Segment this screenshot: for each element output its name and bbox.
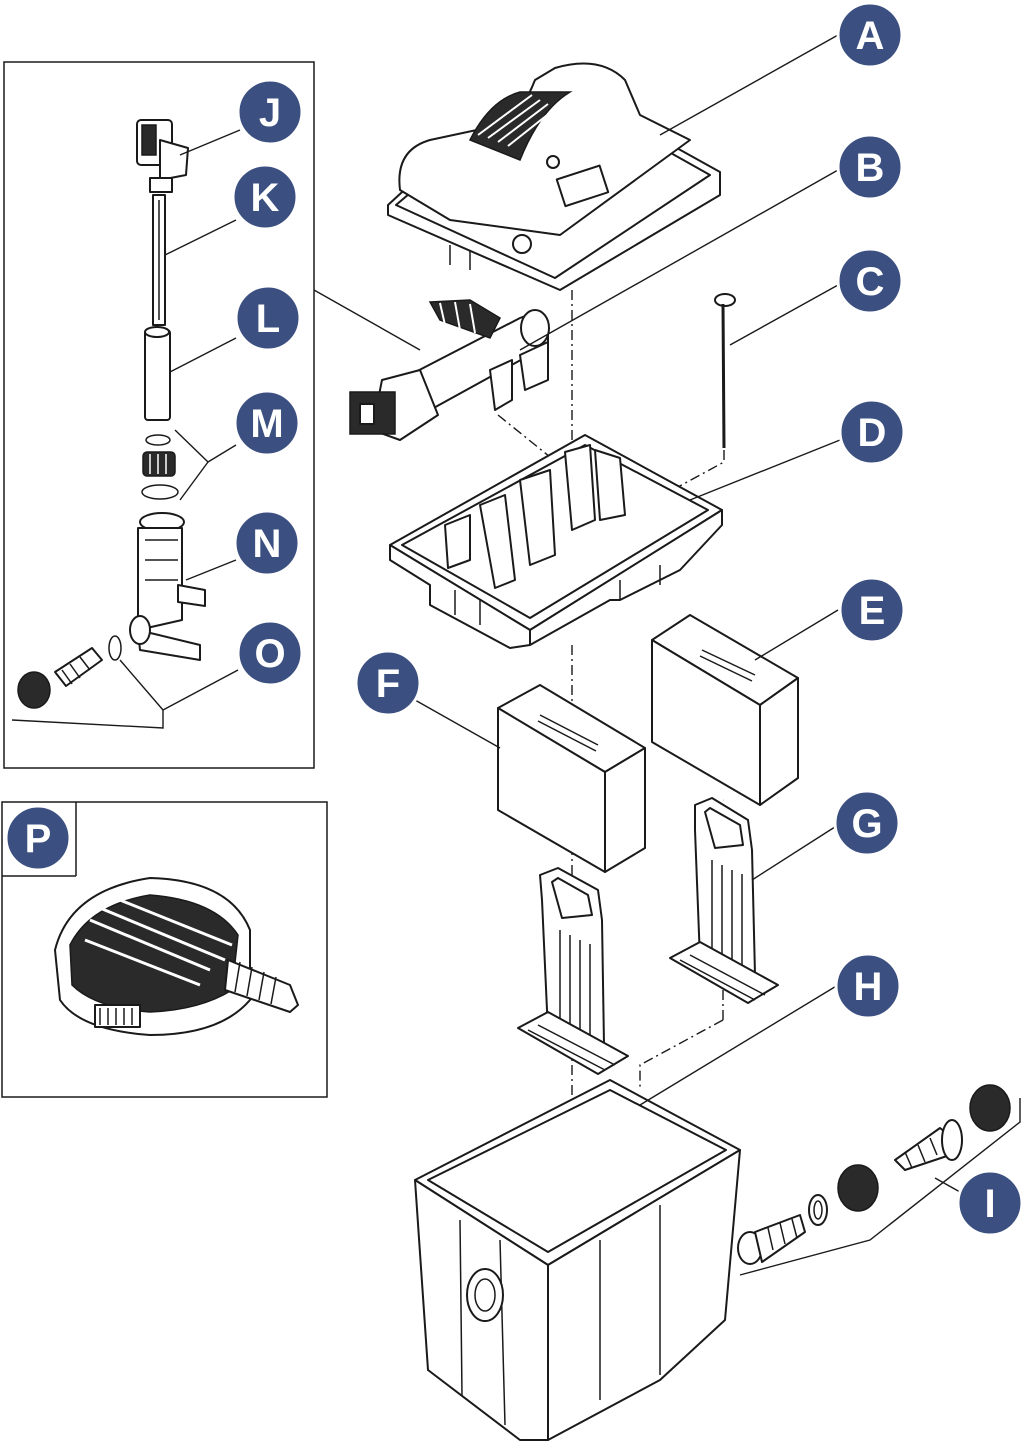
- part-n-housing: [137, 527, 206, 661]
- leader-o-branch: [119, 659, 164, 711]
- detail-frame-pump: [1, 801, 328, 1098]
- part-i-fittings: [737, 1084, 1011, 1265]
- svg-text:I: I: [984, 1182, 995, 1226]
- leader-k: [164, 219, 237, 256]
- label-g: G: [833, 789, 901, 857]
- part-d-tray: [389, 434, 723, 649]
- leader-c: [729, 284, 839, 346]
- part-l-tube: [144, 326, 171, 421]
- leader-i-bracket: [739, 1098, 1021, 1276]
- part-m-nut-orings: [139, 434, 185, 532]
- svg-text:B: B: [856, 146, 885, 190]
- leader-o-bracket: [11, 710, 164, 729]
- part-o-fittings: [17, 615, 151, 709]
- svg-text:F: F: [376, 662, 400, 706]
- part-a-lid: [387, 62, 721, 291]
- leader-g: [751, 824, 839, 881]
- leader-a: [659, 34, 839, 136]
- svg-text:N: N: [253, 522, 282, 566]
- part-k-rod: [152, 194, 166, 326]
- label-k: K: [231, 163, 299, 231]
- svg-text:A: A: [856, 14, 885, 58]
- leader-d: [689, 439, 841, 501]
- label-b: B: [836, 133, 904, 201]
- label-m: M: [233, 389, 301, 457]
- svg-text:E: E: [859, 589, 886, 633]
- part-j-connector: [136, 119, 189, 193]
- label-n: N: [233, 509, 301, 577]
- svg-text:L: L: [256, 297, 280, 341]
- part-p-pump: [54, 877, 299, 1036]
- leader-n: [185, 559, 237, 581]
- label-d: D: [838, 398, 906, 466]
- label-j: J: [236, 78, 304, 146]
- svg-text:G: G: [851, 802, 882, 846]
- label-a: A: [836, 1, 904, 69]
- leader-m-bracket: [174, 429, 209, 501]
- leader-b: [519, 169, 839, 351]
- label-i: I: [956, 1169, 1024, 1237]
- leader-m: [207, 444, 237, 463]
- part-h-filter-box: [414, 1079, 741, 1441]
- leader-e: [754, 609, 839, 661]
- svg-text:K: K: [251, 176, 280, 220]
- leader-i: [934, 1177, 961, 1193]
- leader-f: [414, 699, 501, 749]
- svg-text:J: J: [259, 91, 281, 135]
- leader-o: [162, 669, 239, 711]
- axis-g-to-box: [639, 1019, 724, 1090]
- svg-text:C: C: [856, 260, 885, 304]
- part-g-basket-left: [517, 867, 629, 1075]
- svg-text:O: O: [254, 632, 285, 676]
- label-e: E: [838, 576, 906, 644]
- part-c-pin: [714, 293, 736, 449]
- label-c: C: [836, 247, 904, 315]
- label-o: O: [236, 619, 304, 687]
- svg-text:D: D: [858, 411, 887, 455]
- part-g-basket-right: [669, 797, 779, 1004]
- part-e-foam: [651, 614, 799, 806]
- leader-h: [639, 984, 839, 1106]
- label-h: H: [834, 952, 902, 1020]
- label-p: P: [4, 804, 72, 872]
- label-f: F: [354, 649, 422, 717]
- leader-l: [169, 337, 237, 373]
- part-b-uv-clarifier: [349, 299, 550, 441]
- svg-text:H: H: [854, 965, 883, 1009]
- detail-connector-line: [313, 289, 421, 351]
- svg-text:P: P: [25, 817, 52, 861]
- svg-text:M: M: [250, 402, 283, 446]
- label-l: L: [234, 284, 302, 352]
- leader-j: [179, 129, 241, 156]
- part-f-foam: [497, 684, 646, 873]
- detail-frame-uv-assembly: [3, 61, 315, 769]
